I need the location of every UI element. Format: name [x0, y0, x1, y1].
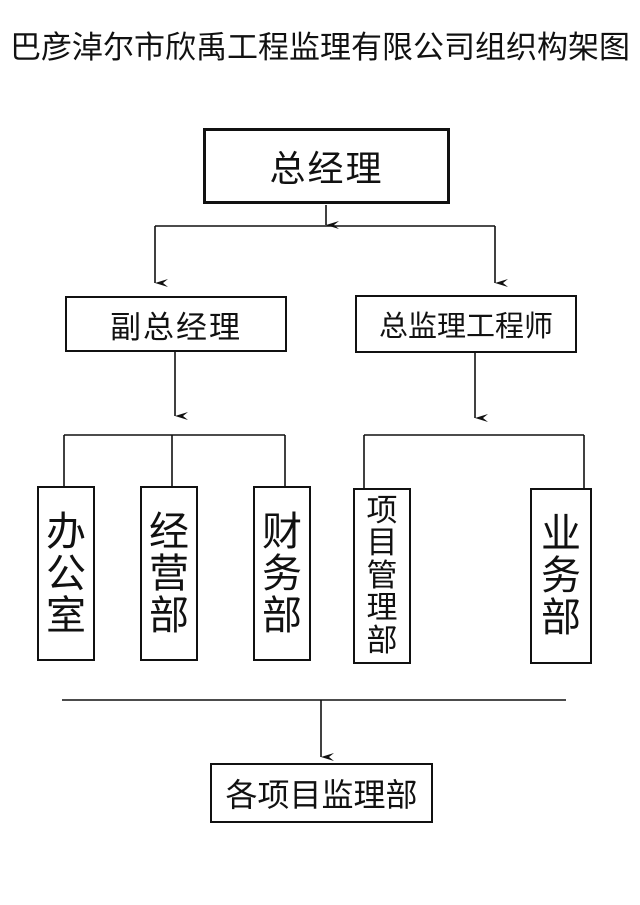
chief-supervising-engineer-label: 总监理工程师 — [378, 309, 553, 343]
project-supervision-depts-label: 各项目监理部 — [225, 776, 418, 814]
dept-project-management-box: 项目管理部 — [353, 488, 411, 664]
dept-project-management-label: 项目管理部 — [366, 492, 398, 659]
dept-finance-label: 财务部 — [262, 508, 302, 639]
deputy-general-manager-label: 副总经理 — [110, 309, 242, 346]
dept-office-label: 办公室 — [46, 508, 86, 639]
general-manager-box: 总经理 — [203, 128, 450, 204]
deputy-general-manager-box: 副总经理 — [65, 296, 287, 352]
general-manager-label: 总经理 — [269, 149, 384, 190]
dept-business-box: 经营部 — [140, 486, 198, 661]
dept-finance-box: 财务部 — [253, 486, 311, 661]
dept-operations-box: 业务部 — [530, 488, 592, 664]
dept-operations-label: 业务部 — [541, 511, 581, 641]
chief-supervising-engineer-box: 总监理工程师 — [355, 295, 577, 353]
dept-business-label: 经营部 — [149, 508, 189, 639]
dept-office-box: 办公室 — [37, 486, 95, 661]
chart-title: 巴彦淖尔市欣禹工程监理有限公司组织构架图 — [10, 30, 630, 66]
project-supervision-depts-box: 各项目监理部 — [210, 763, 433, 823]
